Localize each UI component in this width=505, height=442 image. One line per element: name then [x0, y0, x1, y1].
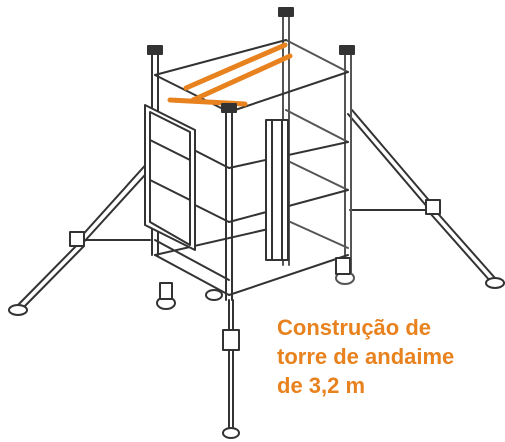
base-casters — [156, 257, 351, 310]
outrigger-front-bottom — [222, 299, 240, 439]
orange-guard-rails — [167, 42, 293, 107]
post-caps — [147, 7, 355, 113]
caption-line-1: Construção de — [277, 315, 432, 340]
tower-caption: Construção de torre de andaime de 3,2 m — [277, 313, 499, 400]
outrigger-front-left — [8, 159, 155, 316]
platform-panel — [144, 104, 196, 251]
outrigger-back-right — [347, 109, 505, 289]
caption-line-3: de 3,2 m — [277, 373, 366, 398]
caption-line-2: torre de andaime — [277, 344, 455, 369]
ladder-section — [265, 119, 289, 261]
